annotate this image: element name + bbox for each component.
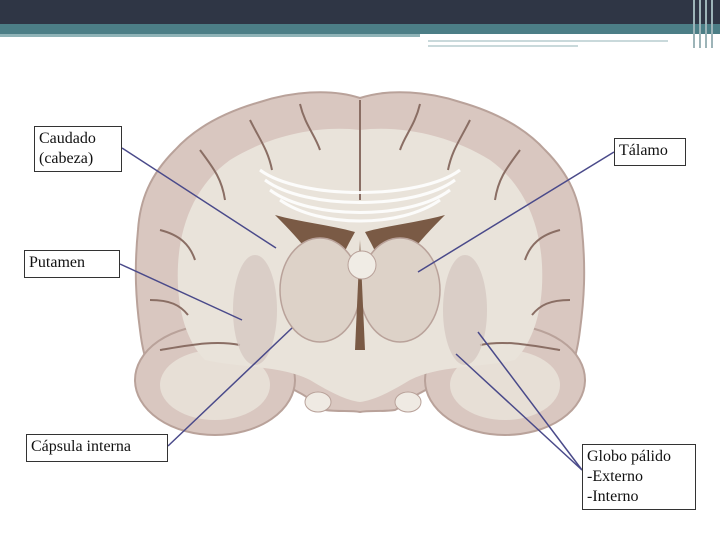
label-globo-line3: -Interno <box>587 487 691 507</box>
thalamus-left <box>280 238 360 342</box>
putamen-right <box>443 255 487 365</box>
label-globo-palido: Globo pálido -Externo -Interno <box>582 444 696 510</box>
label-putamen: Putamen <box>24 250 120 278</box>
mammillary-body-right <box>395 392 421 412</box>
label-capsula-text: Cápsula interna <box>31 437 163 457</box>
thalamus-right <box>360 238 440 342</box>
label-caudado-line2: (cabeza) <box>39 149 117 169</box>
mammillary-body-left <box>305 392 331 412</box>
label-globo-line1: Globo pálido <box>587 447 691 467</box>
label-caudado: Caudado (cabeza) <box>34 126 122 172</box>
label-talamo-text: Tálamo <box>619 141 681 161</box>
label-putamen-text: Putamen <box>29 253 115 273</box>
label-talamo: Tálamo <box>614 138 686 166</box>
label-globo-line2: -Externo <box>587 467 691 487</box>
fornix <box>348 251 376 279</box>
label-caudado-line1: Caudado <box>39 129 117 149</box>
label-capsula-interna: Cápsula interna <box>26 434 168 462</box>
